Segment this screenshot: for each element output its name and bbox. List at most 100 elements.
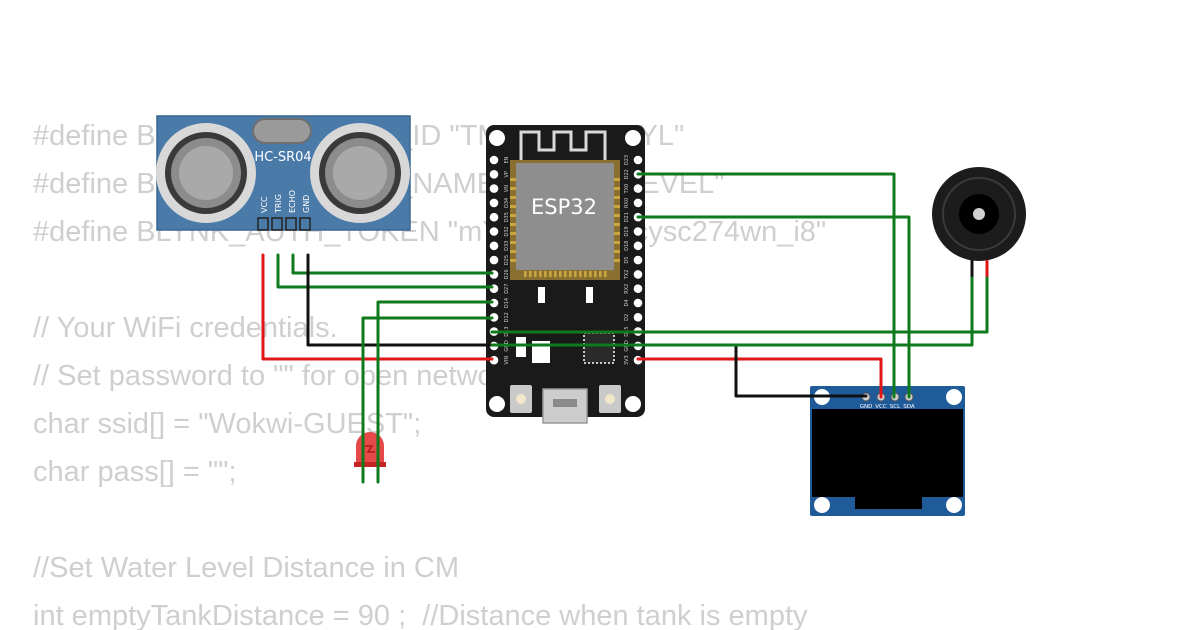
wire-led-anode[interactable] xyxy=(376,300,494,484)
esp32-castellated-pad xyxy=(574,271,577,277)
esp32-pin-label: D25 xyxy=(504,255,510,265)
esp32-pin-d5[interactable] xyxy=(633,255,643,265)
esp32-castellated-pad xyxy=(510,178,516,181)
esp32-pin-en[interactable] xyxy=(489,155,499,165)
oled-mount-hole xyxy=(946,497,962,513)
esp32-component xyxy=(516,337,526,357)
esp32-pin-tx2[interactable] xyxy=(633,270,643,279)
esp32-pin-rx0[interactable] xyxy=(633,198,643,208)
esp32-pin-vp[interactable] xyxy=(489,170,499,179)
buzzer-hole xyxy=(973,208,985,220)
ultrasonic-sensor[interactable]: HC-SR04 VCC TRIG ECHO GND xyxy=(156,115,411,231)
esp32-castellated-pad xyxy=(510,205,516,208)
esp32-model-label: ESP32 xyxy=(531,195,597,219)
ultrasonic-right-transducer xyxy=(310,123,410,223)
esp32-pin-label: EN xyxy=(504,156,510,163)
esp32-pin-d4[interactable] xyxy=(633,298,643,308)
esp32-board[interactable]: ESP32 ENVPVND34D35D32D33D25D26D27D14D12D… xyxy=(486,125,645,424)
wire-oled-sda[interactable] xyxy=(636,215,911,399)
esp32-castellated-pad xyxy=(614,259,620,262)
red-led[interactable] xyxy=(354,432,386,482)
wire-ultrasonic-echo[interactable] xyxy=(291,253,494,275)
esp32-boot-button-cap xyxy=(605,394,615,404)
esp32-castellated-pad xyxy=(559,271,562,277)
esp32-pin-label: VP xyxy=(504,171,510,177)
esp32-pin-label: TX0 xyxy=(624,184,630,195)
esp32-mount-hole xyxy=(625,130,641,146)
esp32-pin-label: D4 xyxy=(624,299,630,306)
wire-oled-vcc[interactable] xyxy=(636,357,883,399)
esp32-pin-label: D35 xyxy=(504,212,510,222)
esp32-pin-d18[interactable] xyxy=(633,241,643,251)
esp32-pin-d34[interactable] xyxy=(489,198,499,208)
esp32-castellated-pad xyxy=(510,214,516,217)
esp32-castellated-pad xyxy=(510,196,516,199)
wire-ultrasonic-trig[interactable] xyxy=(276,253,494,289)
code-line: //Set Water Level Distance in CM xyxy=(33,552,460,584)
esp32-usb-chip xyxy=(583,332,615,364)
esp32-pin-d2[interactable] xyxy=(633,313,643,322)
esp32-pin-label: 3V3 xyxy=(624,355,630,365)
esp32-pin-d23[interactable] xyxy=(633,155,643,165)
esp32-pin-label: VN xyxy=(504,185,510,192)
ultrasonic-pin-label-echo: ECHO xyxy=(288,190,297,213)
wire-oled-scl[interactable] xyxy=(636,172,896,399)
wire-ultrasonic-vcc-to-vin[interactable] xyxy=(261,253,494,361)
esp32-castellated-pad xyxy=(614,187,620,190)
oled-mount-hole xyxy=(814,497,830,513)
esp32-castellated-pad xyxy=(614,178,620,181)
ultrasonic-pin-label-gnd: GND xyxy=(302,195,311,213)
esp32-castellated-pad xyxy=(564,271,567,277)
esp32-pin-d19[interactable] xyxy=(633,227,643,236)
oled-ribbon xyxy=(855,497,922,509)
esp32-pin-rx2[interactable] xyxy=(633,284,643,294)
esp32-pin-label: D27 xyxy=(504,284,510,294)
esp32-module-shield xyxy=(516,163,614,270)
esp32-usb-port xyxy=(542,388,588,424)
ultrasonic-left-transducer xyxy=(156,123,256,223)
esp32-pin-tx0[interactable] xyxy=(633,184,643,193)
esp32-mount-hole xyxy=(625,396,641,412)
esp32-castellated-pad xyxy=(554,271,557,277)
esp32-castellated-pad xyxy=(599,271,602,277)
esp32-pin-label: D32 xyxy=(504,226,510,236)
oled-pin-label-scl: SCL xyxy=(890,404,901,410)
esp32-mount-hole xyxy=(489,396,505,412)
buzzer[interactable] xyxy=(932,167,1026,278)
oled-mount-hole xyxy=(946,389,962,405)
esp32-pin-label: D12 xyxy=(504,312,510,322)
wire-buzzer-ground[interactable] xyxy=(490,276,974,347)
esp32-castellated-pad xyxy=(539,271,542,277)
oled-pin-label-vcc: VCC xyxy=(875,404,887,410)
esp32-castellated-pad xyxy=(510,232,516,235)
esp32-castellated-pad xyxy=(594,271,597,277)
esp32-pin-d25[interactable] xyxy=(489,255,499,265)
oled-display[interactable]: GND VCC SCL SDA xyxy=(810,386,965,516)
esp32-castellated-pad xyxy=(614,205,620,208)
esp32-castellated-pad xyxy=(614,214,620,217)
esp32-castellated-pad xyxy=(510,187,516,190)
esp32-castellated-pad xyxy=(510,241,516,244)
esp32-pin-label: D26 xyxy=(504,269,510,279)
wire-ultrasonic-gnd[interactable] xyxy=(306,253,494,347)
esp32-pin-label: D14 xyxy=(504,298,510,308)
esp32-castellated-pad xyxy=(579,271,582,277)
led-base xyxy=(354,462,386,467)
esp32-pin-d35[interactable] xyxy=(489,212,499,222)
esp32-pin-vn[interactable] xyxy=(489,184,499,193)
buzzer-ring xyxy=(942,177,1016,251)
esp32-castellated-pad xyxy=(510,250,516,253)
esp32-castellated-pad xyxy=(534,271,537,277)
esp32-castellated-pad xyxy=(614,196,620,199)
esp32-usb-opening xyxy=(553,399,577,407)
esp32-pin-label: RX0 xyxy=(624,198,630,208)
esp32-en-button-cap xyxy=(516,394,526,404)
code-line: char ssid[] = "Wokwi-GUEST"; xyxy=(33,408,422,440)
wire-buzzer-signal[interactable] xyxy=(490,276,989,334)
esp32-pin-label: D18 xyxy=(624,241,630,251)
wire-led-cathode[interactable] xyxy=(361,316,494,484)
esp32-pin-d33[interactable] xyxy=(489,241,499,251)
esp32-pin-d32[interactable] xyxy=(489,227,499,236)
